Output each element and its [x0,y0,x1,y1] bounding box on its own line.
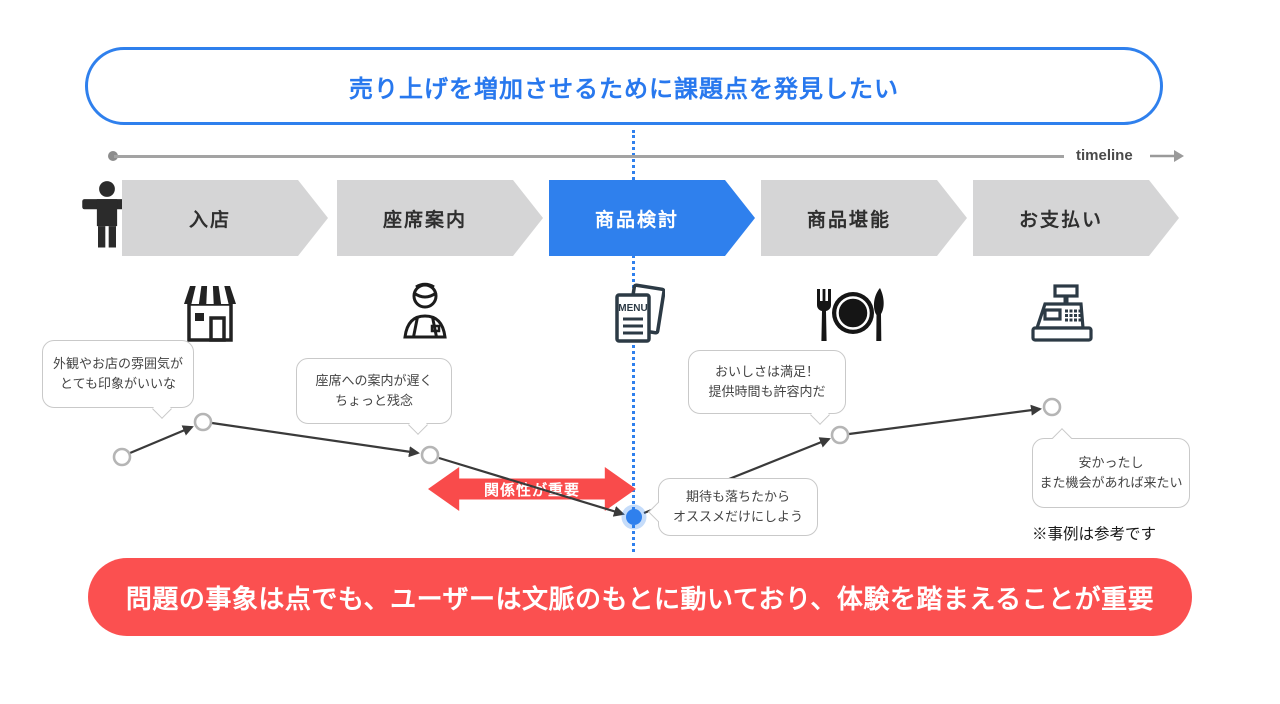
goal-banner: 売り上げを増加させるために課題点を発見したい [85,47,1163,125]
comment-text: おいしさは満足！ 提供時間も許容内だ [708,363,826,399]
journey-segment [129,425,194,455]
stage-enjoy-meal: 商品堪能 [761,180,967,256]
conclusion-banner: 問題の事象は点でも、ユーザーは文脈のもとに動いており、体験を踏まえることが重要 [88,558,1192,636]
comment-text: 安かったし また機会があれば来たい [1039,454,1183,490]
menu-icon: MENU [615,283,665,343]
journey-segment [211,421,420,458]
journey-node [193,412,213,432]
timeline-label: timeline [1076,147,1133,164]
bubble-tail [408,414,428,435]
stage-label: 座席案内 [382,209,467,231]
journey-node [830,425,850,445]
comment-text: 期待も落ちたから オススメだけにしよう [672,488,803,524]
journey-node [420,445,440,465]
stage-label: 商品堪能 [806,209,891,231]
comment-text: 外観やお店の雰囲気が とても印象がいいな [52,355,183,391]
conclusion-banner-text: 問題の事象は点でも、ユーザーは文脈のもとに動いており、体験を踏まえることが重要 [125,583,1155,614]
waiter-icon [403,282,447,339]
stage-label: お支払い [1018,209,1103,231]
comment-bubble-entry: 外観やお店の雰囲気が とても印象がいいな [42,340,194,419]
stage-seating: 座席案内 [337,180,543,256]
bubble-tail [1052,427,1072,448]
comment-bubble-payment: 安かったし また機会があれば来たい [1032,427,1190,508]
comment-bubble-enjoy-meal: おいしさは満足！ 提供時間も許容内だ [688,350,846,425]
arrow-right-icon [1150,150,1184,162]
restaurant-icon [817,288,884,341]
svg-text:MENU: MENU [618,303,647,314]
stage-product-consideration-active: 商品検討 [549,180,755,256]
relationship-arrow-label: 関係性が重要 [483,481,580,499]
storefront-icon [184,286,236,342]
relationship-arrow: 関係性が重要 [428,467,636,511]
comment-bubble-seating: 座席への案内が遅く ちょっと残念 [296,358,452,435]
stage-payment: お支払い [973,180,1179,256]
journey-node [112,447,132,467]
reference-note: ※事例は参考です [1032,526,1157,543]
timeline-line [114,155,1064,158]
stage-label: 商品検討 [594,209,679,231]
stage-entry: 入店 [122,180,328,256]
comment-text: 座席への案内が遅く ちょっと残念 [315,372,433,408]
cash-register-icon [1031,284,1093,342]
bubble-tail [810,404,830,425]
bubble-tail [647,502,668,522]
stage-label: 入店 [188,209,231,231]
journey-segment [848,404,1042,436]
person-icon [82,181,132,248]
bubble-tail [152,398,172,419]
timeline-start-dot [108,151,118,161]
goal-banner-text: 売り上げを増加させるために課題点を発見したい [349,75,899,103]
journey-node [1042,397,1062,417]
comment-bubble-product-consideration: 期待も落ちたから オススメだけにしよう [647,478,818,536]
